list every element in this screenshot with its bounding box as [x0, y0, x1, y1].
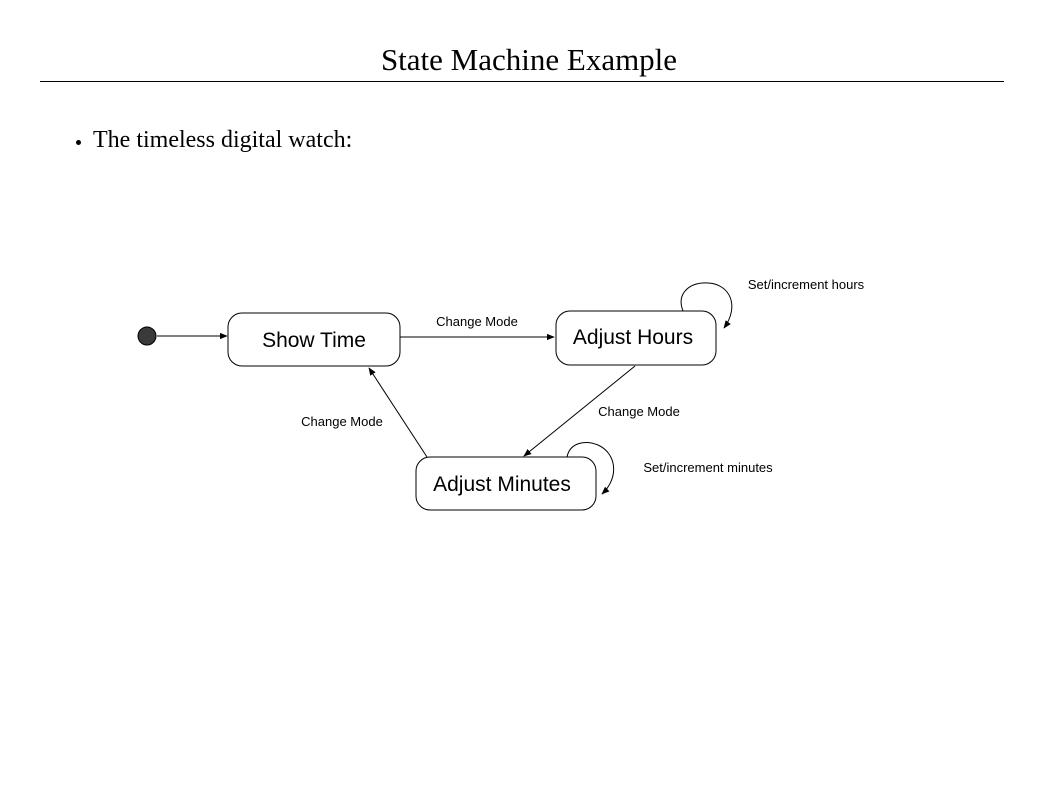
transition-label-minutes-to-show: Change Mode — [301, 414, 383, 429]
state-adjust-minutes-label: Adjust Minutes — [433, 473, 571, 496]
self-loop-label-adjust-hours: Set/increment hours — [748, 277, 865, 292]
transition-label-hours-to-minutes: Change Mode — [598, 404, 680, 419]
state-show-time-label: Show Time — [262, 329, 366, 352]
self-loop-label-adjust-minutes: Set/increment minutes — [643, 460, 773, 475]
state-adjust-hours: Adjust Hours — [555, 310, 717, 366]
state-adjust-hours-label: Adjust Hours — [573, 326, 693, 349]
bullet-text: The timeless digital watch: — [93, 127, 353, 153]
self-loop-adjust-minutes — [566, 442, 615, 495]
state-adjust-minutes: Adjust Minutes — [415, 456, 597, 511]
bullet-item: The timeless digital watch: — [76, 127, 352, 154]
self-loop-adjust-hours — [680, 282, 733, 329]
transition-arrow-hours-to-minutes — [523, 365, 636, 457]
transition-arrow-minutes-to-show — [368, 367, 428, 458]
bullet-dot-icon — [76, 140, 81, 145]
initial-state-node — [137, 326, 157, 346]
slide-title: State Machine Example — [380, 42, 678, 77]
state-show-time: Show Time — [227, 312, 401, 367]
title-divider — [40, 81, 1004, 82]
transition-label-show-to-hours: Change Mode — [436, 314, 518, 329]
